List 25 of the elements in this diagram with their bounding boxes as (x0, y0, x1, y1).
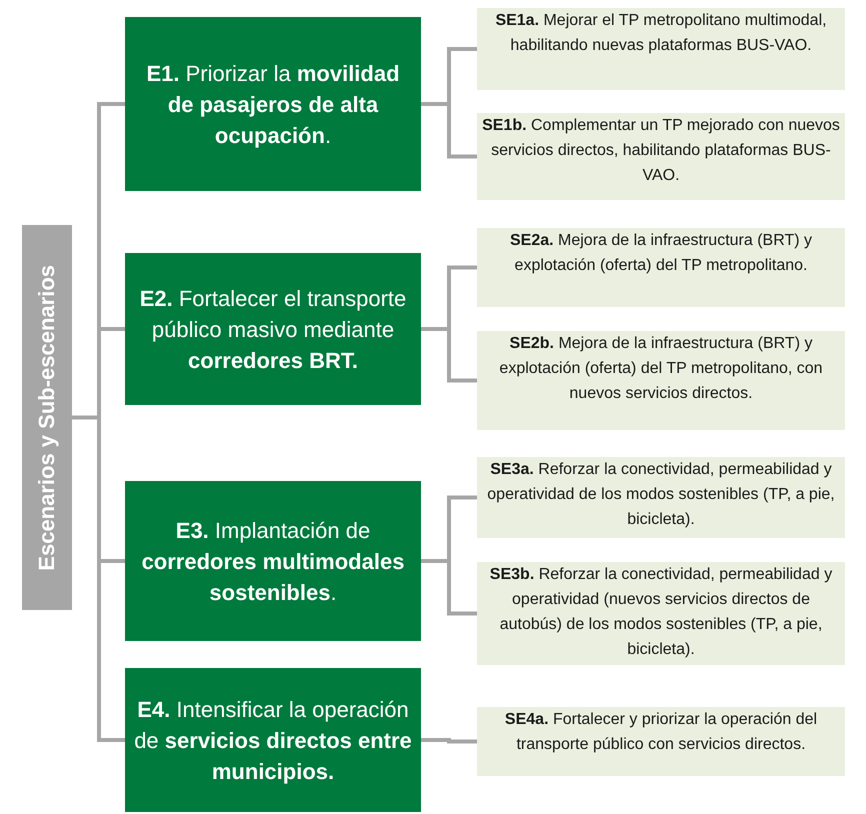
sub-scenario-box (477, 8, 845, 90)
box-text: SE3a. Reforzar la conectividad, permeabilidad y operatividad de los modos sostenibles (TP, a pie, bicicleta). (486, 460, 836, 530)
box-text: E2. Fortalecer el transporte público masivo mediante corredores BRT. (138, 284, 408, 374)
sub-scenario-box (477, 113, 845, 200)
box-text: SE1a. Mejorar el TP metropolitano multimodal, habilitando nuevas plataformas BUS-VAO. (494, 11, 828, 56)
connector-line (72, 416, 125, 742)
box-text: SE4a. Fortalecer y priorizar la operación del transporte público con servicios directos. (504, 710, 818, 755)
box-text: E1. Priorizar la movilidad de pasajeros de alta ocupación. (145, 60, 401, 150)
box-text: SE1b. Complementar un TP mejorado con nuevos servicios directos, habilitando plataformas BUS-VAO. (481, 116, 841, 186)
box-text: SE2a. Mejora de la infraestructura (BRT) y explotación (oferta) del TP metropolitano. (508, 231, 814, 276)
box-text: SE2b. Mejora de la infraestructura (BRT) y explotación (oferta) del TP metropolitano, con nuevos servicios directos. (498, 334, 824, 404)
scenario-box (125, 17, 421, 191)
sub-scenario-box (477, 228, 845, 307)
sub-scenario-box (477, 331, 845, 430)
box-text: E4. Intensificar la operación de servicios directos entre municipios. (133, 696, 413, 786)
scenario-box (125, 481, 421, 641)
scenario-box (125, 668, 421, 812)
connector-line (421, 738, 477, 744)
sub-scenario-box (477, 707, 845, 776)
title-bar (22, 225, 72, 610)
box-text: E3. Implantación de corredores multimodales sostenibles. (140, 516, 406, 606)
box-text: SE3b. Reforzar la conectividad, permeabilidad y operatividad (nuevos servicios directos de autobús) de los modos sostenibles (TP, a pie, bicicleta). (488, 565, 834, 660)
scenario-box (125, 253, 421, 405)
box-text: Escenarios y Sub-escenarios (36, 264, 58, 570)
sub-scenario-box (477, 457, 845, 538)
